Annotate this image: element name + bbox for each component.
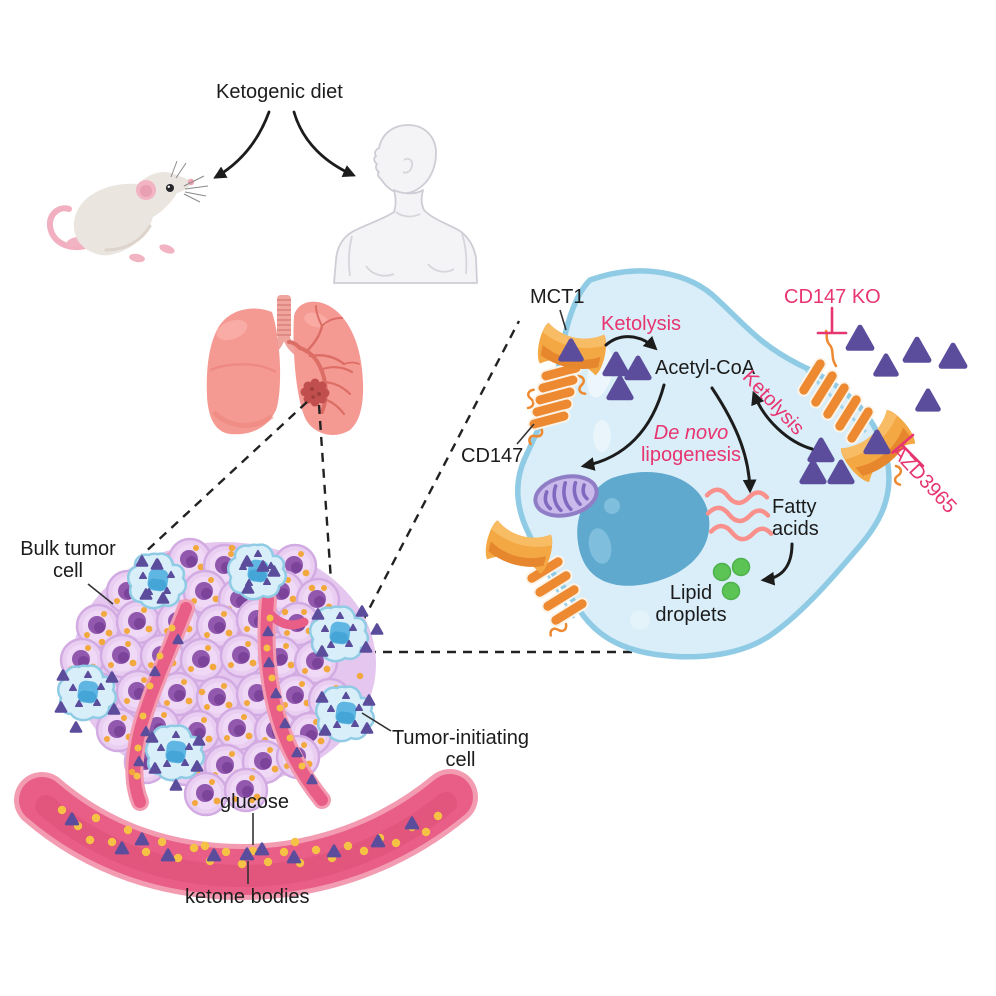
arrow-to-human bbox=[292, 110, 356, 177]
mitochondria bbox=[533, 474, 599, 518]
glucose-label: glucose bbox=[220, 791, 289, 813]
lipid-line: Lipid bbox=[669, 582, 713, 604]
zoom-dashed-lines bbox=[140, 320, 670, 654]
lipid-droplets-label: Lipid droplets bbox=[645, 582, 737, 626]
cd147-label: CD147 bbox=[461, 445, 524, 467]
mouse-whiskers bbox=[170, 160, 209, 203]
arrow-to-mouse bbox=[213, 110, 271, 179]
mct1-pointer bbox=[559, 309, 567, 331]
bulk-tumor-cell-label: Bulk tumor cell bbox=[12, 538, 124, 582]
bulk-tumor-cell-label-line2: cell bbox=[52, 560, 83, 582]
human-illustration bbox=[333, 124, 478, 284]
de-novo-lipogenesis-label: De novo lipogenesis bbox=[638, 422, 744, 466]
tumor-mass-illustration bbox=[54, 537, 384, 817]
cd147-pointer bbox=[516, 423, 535, 445]
mct1-cd147-transporter-bottom bbox=[482, 519, 591, 640]
ketogenic-diet-arrows bbox=[213, 110, 356, 179]
label-pointer-lines bbox=[87, 309, 567, 884]
fatty-acid-waves bbox=[704, 487, 774, 542]
mct1-label: MCT1 bbox=[530, 286, 585, 308]
trachea-rings bbox=[277, 299, 291, 336]
tumor-initiating-cell-label: Tumor-initiating cell bbox=[383, 727, 538, 771]
acids-line: acids bbox=[772, 518, 819, 540]
lipogenesis-line: lipogenesis bbox=[640, 444, 742, 466]
droplets-line: droplets bbox=[655, 604, 727, 626]
arrow-to-mitochondria bbox=[580, 383, 666, 471]
bulk-tumor-cell-label-line1: Bulk tumor bbox=[20, 538, 116, 560]
tic-label-line1: Tumor-initiating bbox=[391, 727, 530, 749]
blood-vessel-illustration bbox=[14, 769, 478, 901]
acetyl-coa-label: Acetyl-CoA bbox=[655, 357, 756, 379]
cell-illustration bbox=[482, 268, 964, 660]
dashed-lung-to-tumor-right bbox=[317, 404, 335, 611]
metabolic-arrows bbox=[580, 335, 814, 586]
trachea bbox=[277, 295, 291, 338]
bulk-tumor-pointer bbox=[87, 583, 114, 605]
mouse-illustration bbox=[46, 160, 209, 263]
ketone-bodies-label: ketone bodies bbox=[185, 886, 310, 908]
bronchial-tree bbox=[287, 305, 360, 416]
mct1-cd147-transporter-left bbox=[519, 321, 610, 446]
dashed-tic-to-cell-upper bbox=[353, 320, 521, 637]
dashed-lung-to-tumor-left bbox=[140, 401, 308, 557]
azd3965-inhibition-bar bbox=[891, 433, 925, 468]
arrow-to-lipid-droplets bbox=[760, 542, 794, 586]
arrow-ketolysis-right bbox=[751, 390, 814, 451]
human-body-lines bbox=[348, 211, 468, 277]
lipid-droplets bbox=[712, 557, 751, 601]
cd147-ko-label: CD147 KO bbox=[784, 286, 881, 308]
lungs-illustration bbox=[206, 295, 364, 436]
tic-label-line2: cell bbox=[445, 749, 476, 771]
ketolysis-left-label: Ketolysis bbox=[601, 313, 682, 335]
cd147-ko-inhibition-bar bbox=[816, 306, 848, 335]
branch-vessel-contents bbox=[133, 614, 318, 785]
fatty-line: Fatty bbox=[772, 496, 817, 518]
tumor-branch-vessels bbox=[125, 591, 331, 811]
tic-pointer bbox=[361, 712, 392, 732]
arrow-to-fatty-acids bbox=[710, 386, 757, 494]
ketogenic-diet-label: Ketogenic diet bbox=[216, 81, 343, 103]
inhibition-bars bbox=[816, 306, 925, 468]
fatty-acids-label: Fatty acids bbox=[772, 496, 819, 540]
lung-tumor bbox=[300, 378, 330, 407]
de-novo-line: De novo bbox=[653, 422, 729, 444]
arrow-ketolysis-left bbox=[604, 335, 658, 351]
